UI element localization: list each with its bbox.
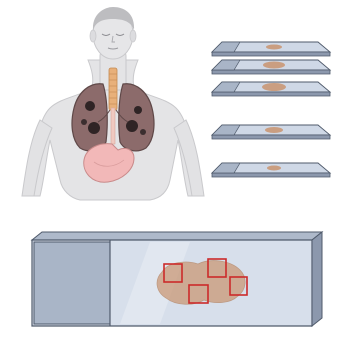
right-ear [130,30,136,42]
human-torso-illustration [22,7,204,200]
large-slide-back-edge [32,232,322,240]
tissue-section [263,62,285,69]
lesion [134,106,142,114]
lesion [81,119,87,125]
large-slide-side-edge [312,232,322,326]
slide-front-edge [212,52,330,56]
tissue-slide-icon [212,60,330,74]
small-slides-stack [212,42,330,177]
tissue-slide-icon [212,42,330,56]
tissue-slide-icon [212,163,330,177]
tissue-slide-icon [212,125,330,139]
left-ear [90,30,96,42]
esophagus [111,108,115,144]
tissue-section [265,127,283,133]
lesion [88,122,100,134]
tissue-section [267,166,281,171]
slide-front-edge [212,92,330,96]
slide-front-edge [212,135,330,139]
lesion [85,101,95,111]
right-lung [119,84,154,151]
lesion [140,129,146,135]
slide-front-edge [212,173,330,177]
tissue-slide-icon [212,82,330,96]
slide-label-area [34,242,110,324]
slide-front-edge [212,70,330,74]
tissue-section [262,83,286,91]
tissue-section [266,45,282,50]
large-slide [32,232,322,326]
left-lung [72,84,107,151]
